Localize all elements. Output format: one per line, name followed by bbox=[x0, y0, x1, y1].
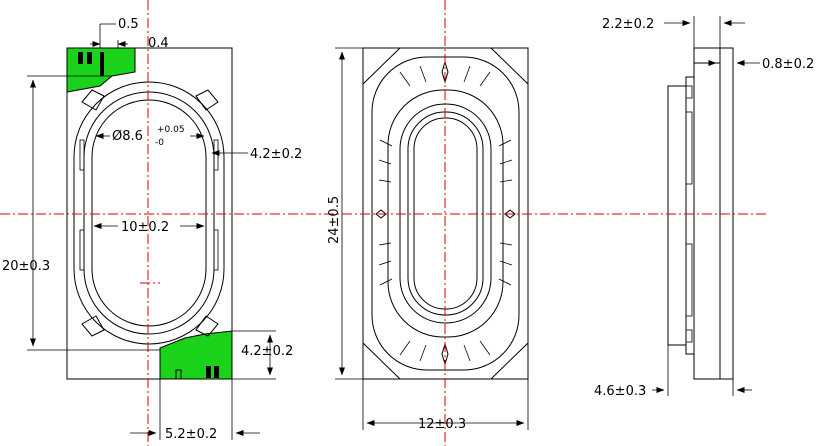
bottom-solder-pad bbox=[159, 330, 233, 380]
top-pad-contact-1 bbox=[78, 52, 83, 64]
dim-inner-diameter-tol-upper: +0.05 bbox=[157, 125, 185, 135]
center-lines bbox=[0, 0, 766, 446]
left-slot-1 bbox=[79, 139, 85, 171]
dim-total-thickness: 4.6±0.3 bbox=[594, 384, 646, 399]
dim-inner-length: 10±0.2 bbox=[121, 220, 169, 235]
bottom-pad-contact-2 bbox=[214, 366, 219, 378]
side-terminal-top bbox=[685, 85, 693, 99]
side-terminal-bottom bbox=[685, 329, 693, 343]
surround-ribs bbox=[378, 65, 513, 362]
dimension-lines bbox=[27, 16, 760, 440]
left-view bbox=[66, 47, 233, 380]
right-slot-1 bbox=[213, 139, 219, 171]
dim-inner-diameter-tol-lower: -0 bbox=[155, 138, 164, 148]
lug-top-left bbox=[81, 89, 105, 111]
lug-top-right bbox=[195, 89, 219, 111]
outer-cup-ring bbox=[73, 81, 225, 345]
dim-overall-width: 12±0.3 bbox=[418, 417, 466, 432]
side-top-cap bbox=[693, 48, 721, 64]
side-body bbox=[685, 76, 695, 355]
dim-thickness-top: 2.2±0.2 bbox=[602, 17, 654, 32]
dim-cup-width: 4.2±0.2 bbox=[250, 147, 302, 162]
bottom-pad-notch bbox=[175, 369, 182, 380]
top-pad-contact-3 bbox=[100, 52, 104, 76]
dim-pad-width-small: 0.5 bbox=[118, 17, 139, 32]
top-pad-contact-2 bbox=[87, 52, 92, 64]
dim-flange-thickness: 0.8±0.2 bbox=[762, 57, 814, 72]
dim-pad-gap: 0.4 bbox=[148, 36, 169, 51]
side-flange bbox=[667, 85, 687, 346]
corner-chamfers bbox=[362, 47, 529, 380]
dim-pad-width: 5.2±0.2 bbox=[165, 427, 217, 442]
lug-bottom-right bbox=[195, 315, 219, 337]
dim-pad-height: 4.2±0.2 bbox=[241, 344, 293, 359]
diamond-right bbox=[504, 209, 516, 219]
dim-overall-length: 24±0.5 bbox=[327, 196, 342, 244]
dim-height-left: 20±0.3 bbox=[2, 259, 50, 274]
side-window-1 bbox=[685, 111, 693, 185]
right-slot-2 bbox=[213, 229, 219, 271]
side-window-2 bbox=[685, 243, 693, 317]
bottom-pad-contact-1 bbox=[206, 366, 211, 378]
left-slot-2 bbox=[79, 229, 85, 271]
middle-cup-ring bbox=[83, 91, 215, 335]
lug-bottom-left bbox=[81, 315, 105, 337]
inner-cup-ring bbox=[91, 99, 207, 327]
dim-inner-diameter: Ø8.6 bbox=[112, 129, 143, 144]
